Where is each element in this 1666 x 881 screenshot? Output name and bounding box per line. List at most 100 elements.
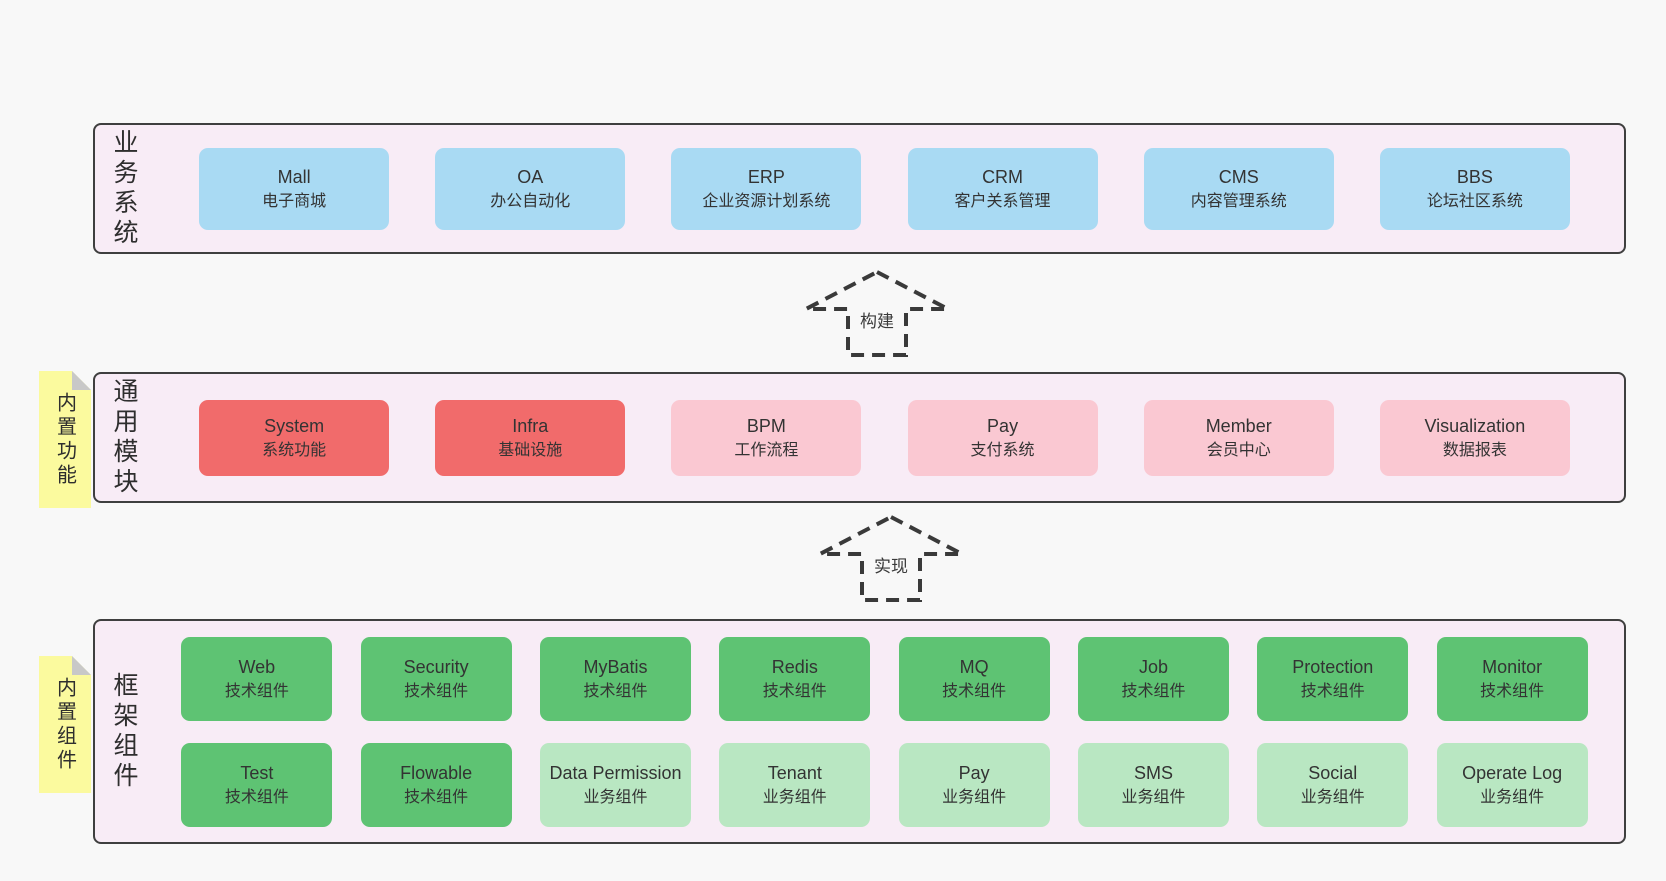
component-box-social: Social 业务组件 (1257, 742, 1409, 827)
box-title: BBS (1456, 166, 1493, 187)
box-subtitle: 技术组件 (762, 682, 827, 700)
component-box-protection: Protection 技术组件 (1257, 636, 1409, 721)
band-common-modules: 内置功能 通用模块 System 系统功能 Infra 基础设施 BPM 工作流… (93, 371, 1626, 503)
box-title: Web (238, 656, 276, 677)
dashed-up-arrow-icon (805, 269, 949, 357)
band-framework-label: 框架组件 (110, 671, 138, 792)
box-title: MQ (959, 656, 989, 677)
component-box-sms: SMS 业务组件 (1077, 742, 1229, 827)
box-title: Redis (771, 656, 818, 677)
box-title: Member (1205, 415, 1272, 436)
component-box-flowable: Flowable 技术组件 (360, 742, 512, 827)
box-subtitle: 技术组件 (224, 682, 289, 700)
builtin-components-sticky-note: 内置组件 (39, 656, 91, 793)
box-subtitle: 工作流程 (734, 441, 799, 459)
box-subtitle: 技术组件 (942, 682, 1007, 700)
box-title: Operate Log (1462, 762, 1563, 783)
box-title: ERP (747, 166, 785, 187)
box-title: System (264, 415, 325, 436)
box-subtitle: 业务组件 (1121, 788, 1186, 806)
framework-row-1: Web 技术组件 Security 技术组件 MyBatis 技术组件 Redi… (153, 636, 1616, 721)
sticky-fold-corner (72, 371, 91, 390)
builtin-features-sticky-note: 内置功能 (39, 371, 91, 508)
box-subtitle: 支付系统 (970, 441, 1035, 459)
system-box-mall: Mall 电子商城 (199, 147, 390, 230)
band-business-boxes: Mall 电子商城 OA 办公自动化 ERP 企业资源计划系统 CRM 客户关系… (153, 125, 1624, 252)
box-subtitle: 系统功能 (262, 441, 327, 459)
box-title: CRM (982, 166, 1024, 187)
box-subtitle: 办公自动化 (490, 192, 571, 210)
box-subtitle: 技术组件 (404, 682, 469, 700)
box-subtitle: 技术组件 (404, 788, 469, 806)
dashed-up-arrow-icon (819, 514, 963, 602)
box-subtitle: 技术组件 (1300, 682, 1365, 700)
band-framework-components: 内置组件 框架组件 Web 技术组件 Security 技术组件 MyBatis… (93, 619, 1626, 844)
band-business-systems: 业务系统 Mall 电子商城 OA 办公自动化 ERP 企业资源计划系统 CRM… (93, 123, 1626, 254)
box-title: Social (1308, 762, 1358, 783)
implement-arrow: 实现 (816, 513, 966, 605)
box-subtitle: 电子商城 (262, 192, 327, 210)
module-box-pay: Pay 支付系统 (907, 399, 1098, 476)
system-box-oa: OA 办公自动化 (435, 147, 626, 230)
box-subtitle: 技术组件 (1121, 682, 1186, 700)
build-arrow-label: 构建 (856, 307, 898, 332)
box-title: SMS (1133, 762, 1173, 783)
component-box-data-permission: Data Permission 业务组件 (539, 742, 691, 827)
module-box-infra: Infra 基础设施 (435, 399, 626, 476)
component-box-tenant: Tenant 业务组件 (719, 742, 871, 827)
module-box-member: Member 会员中心 (1143, 399, 1334, 476)
implement-arrow-label: 实现 (870, 552, 912, 577)
box-subtitle: 业务组件 (1480, 788, 1545, 806)
sticky-fold-corner (72, 656, 91, 675)
box-subtitle: 技术组件 (224, 788, 289, 806)
box-subtitle: 论坛社区系统 (1426, 192, 1523, 210)
system-box-bbs: BBS 论坛社区系统 (1379, 147, 1570, 230)
system-box-erp: ERP 企业资源计划系统 (671, 147, 862, 230)
component-box-monitor: Monitor 技术组件 (1436, 636, 1588, 721)
build-arrow: 构建 (802, 268, 952, 360)
band-modules-label: 通用模块 (110, 377, 138, 498)
box-title: BPM (746, 415, 786, 436)
module-box-visualization: Visualization 数据报表 (1379, 399, 1570, 476)
box-title: Flowable (400, 762, 473, 783)
box-title: Security (403, 656, 469, 677)
component-box-web: Web 技术组件 (181, 636, 333, 721)
box-title: Visualization (1424, 415, 1526, 436)
box-subtitle: 业务组件 (942, 788, 1007, 806)
box-title: Pay (958, 762, 990, 783)
component-box-security: Security 技术组件 (360, 636, 512, 721)
box-title: OA (517, 166, 544, 187)
box-title: Job (1138, 656, 1168, 677)
box-subtitle: 内容管理系统 (1190, 192, 1287, 210)
box-subtitle: 技术组件 (583, 682, 648, 700)
component-box-mybatis: MyBatis 技术组件 (539, 636, 691, 721)
box-title: Monitor (1482, 656, 1543, 677)
component-box-pay: Pay 业务组件 (898, 742, 1050, 827)
module-box-bpm: BPM 工作流程 (671, 399, 862, 476)
system-box-cms: CMS 内容管理系统 (1143, 147, 1334, 230)
box-subtitle: 业务组件 (762, 788, 827, 806)
component-box-redis: Redis 技术组件 (719, 636, 871, 721)
box-title: MyBatis (583, 656, 648, 677)
box-subtitle: 业务组件 (583, 788, 648, 806)
box-subtitle: 基础设施 (498, 441, 563, 459)
box-subtitle: 客户关系管理 (954, 192, 1051, 210)
box-title: Tenant (767, 762, 822, 783)
component-box-test: Test 技术组件 (181, 742, 333, 827)
band-framework-rows: Web 技术组件 Security 技术组件 MyBatis 技术组件 Redi… (153, 621, 1624, 842)
box-title: Mall (277, 166, 311, 187)
box-subtitle: 业务组件 (1300, 788, 1365, 806)
band-modules-boxes: System 系统功能 Infra 基础设施 BPM 工作流程 Pay 支付系统… (153, 374, 1624, 501)
box-title: CMS (1218, 166, 1259, 187)
module-box-system: System 系统功能 (199, 399, 390, 476)
box-title: Pay (987, 415, 1019, 436)
box-subtitle: 数据报表 (1442, 441, 1507, 459)
box-title: Protection (1292, 656, 1374, 677)
system-box-crm: CRM 客户关系管理 (907, 147, 1098, 230)
component-box-operate-log: Operate Log 业务组件 (1436, 742, 1588, 827)
component-box-mq: MQ 技术组件 (898, 636, 1050, 721)
framework-row-2: Test 技术组件 Flowable 技术组件 Data Permission … (153, 742, 1616, 827)
box-subtitle: 会员中心 (1206, 441, 1271, 459)
box-title: Data Permission (549, 762, 682, 783)
box-subtitle: 企业资源计划系统 (702, 192, 831, 210)
